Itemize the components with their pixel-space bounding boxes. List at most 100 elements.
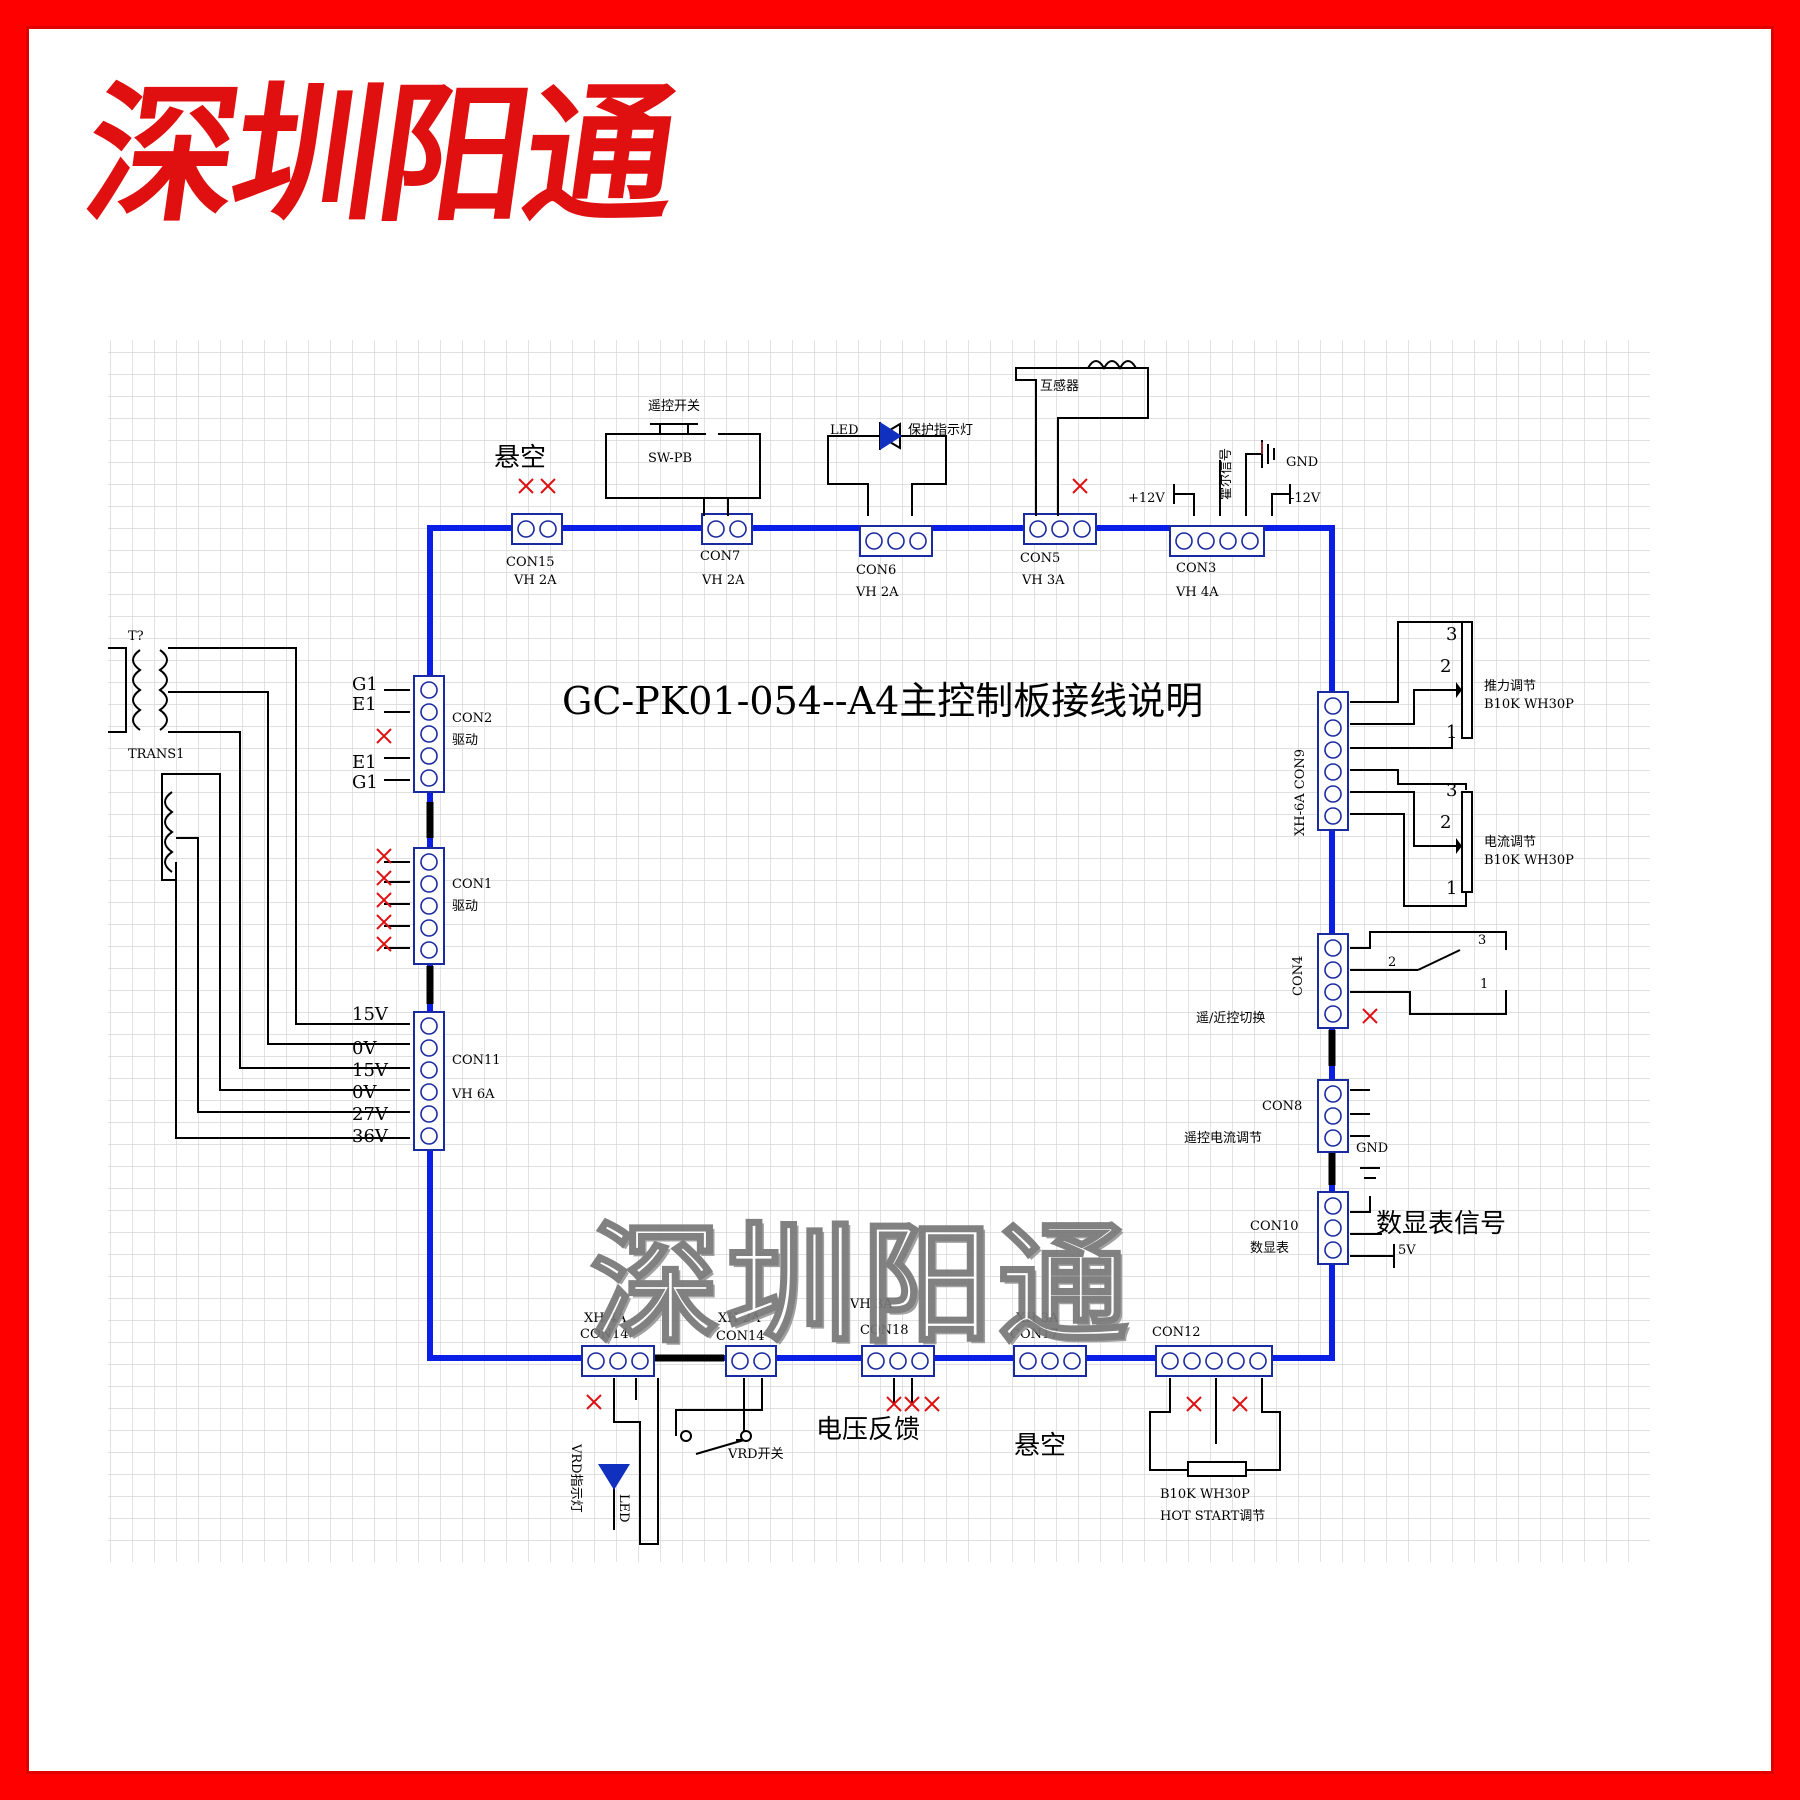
vrd-led-label: VRD指示灯 (568, 1443, 583, 1513)
no-connect-x-icon (1362, 1008, 1378, 1024)
con9-pin (1324, 697, 1342, 715)
pot2-pin1: 1 (1446, 878, 1457, 899)
pot1-note: 推力调节 (1484, 679, 1536, 694)
g1-label: G1 (352, 674, 378, 695)
con15-type: VH 2A (513, 573, 557, 588)
con6-pin (865, 532, 883, 550)
no-connect-marks (376, 478, 1378, 1412)
v15-label-2: 15V (352, 1060, 389, 1081)
con7-pin (729, 520, 747, 538)
con10-pin (1324, 1219, 1342, 1237)
pot1-part: B10K WH30P (1484, 697, 1574, 712)
con11-pin (420, 1061, 438, 1079)
inductor-icon (1087, 360, 1137, 371)
con5-label: CON5 (1020, 551, 1060, 566)
v36-label: 36V (352, 1126, 389, 1147)
hot-pot-part: B10K WH30P (1160, 1487, 1250, 1502)
no-connect-x-icon (1186, 1396, 1202, 1412)
con1-label: CON1 (452, 877, 492, 892)
con14-label: CON14 (580, 1327, 629, 1342)
voltage-feedback-label: 电压反馈 (816, 1415, 920, 1445)
e1-label-2: E1 (352, 752, 377, 773)
vrd-switch-contact-icon (680, 1430, 692, 1442)
vrd-led-icon (598, 1464, 630, 1490)
connectors (413, 513, 1349, 1377)
con12-pin (1249, 1352, 1267, 1370)
no-connect-x-icon (376, 892, 392, 908)
v0-label-2: 0V (352, 1082, 377, 1103)
vh3a-label: VH 3A (849, 1297, 893, 1312)
led-label: LED (830, 423, 859, 438)
con11-pin (420, 1105, 438, 1123)
con1-pin (420, 875, 438, 893)
con16-label: CON14 (716, 1329, 765, 1344)
v5-label: 5V (1398, 1243, 1416, 1258)
xh2a-label: XH 2A (718, 1311, 761, 1326)
pot1-pin3: 3 (1446, 624, 1457, 645)
watermark-text: 深圳阳通 (588, 1209, 1135, 1361)
led-diode-icon (880, 422, 902, 450)
no-connect-x-icon (1072, 478, 1088, 494)
no-connect-x-icon (376, 870, 392, 886)
switch-pin3: 3 (1478, 933, 1486, 948)
con8-pin (1324, 1085, 1342, 1103)
led-note: 保护指示灯 (908, 423, 973, 438)
con2-pin (420, 769, 438, 787)
con6-pin (909, 532, 927, 550)
con17-pin (1041, 1352, 1059, 1370)
con11-pin (420, 1017, 438, 1035)
con5-type: VH 3A (1021, 573, 1065, 588)
pot2-note: 电流调节 (1484, 835, 1536, 850)
con12-pin (1183, 1352, 1201, 1370)
no-connect-x-icon (886, 1396, 902, 1412)
e1-label: E1 (352, 694, 377, 715)
con2-pin (420, 681, 438, 699)
no-connect-x-icon (924, 1396, 940, 1412)
no-connect-x-icon (376, 914, 392, 930)
con18-pin (889, 1352, 907, 1370)
no-connect-x-icon (540, 478, 556, 494)
schematic-grid (108, 340, 1650, 1562)
con11-pin (420, 1083, 438, 1101)
con4-pin (1324, 983, 1342, 1001)
con12-pin (1205, 1352, 1223, 1370)
con9-connector (1317, 691, 1349, 831)
g1-label-2: G1 (352, 772, 378, 793)
con9-label: XH-6A CON9 (1293, 749, 1308, 836)
trans-ref: T? (128, 629, 144, 644)
pot1-pin2: 2 (1440, 656, 1451, 677)
hall-label: 霍尔信号 (1219, 448, 1234, 500)
xh3a-label: XH 3A (1016, 1311, 1059, 1326)
con11-pin (420, 1127, 438, 1145)
sw-name: 遥控开关 (648, 399, 700, 414)
v0-label: 0V (352, 1038, 377, 1059)
pot1-pin1: 1 (1446, 722, 1457, 743)
v27-label: 27V (352, 1104, 389, 1125)
no-connect-x-icon (586, 1394, 602, 1410)
pot2-pin2: 2 (1440, 812, 1451, 833)
con3-type: VH 4A (1175, 585, 1219, 600)
sw-part: SW-PB (648, 451, 692, 466)
con12-label: CON12 (1152, 1325, 1201, 1340)
v15-label: 15V (352, 1004, 389, 1025)
con9-pin (1324, 719, 1342, 737)
con6-label: CON6 (856, 563, 896, 578)
vrd-switch-label: VRD开关 (727, 1447, 784, 1462)
con1-pin (420, 897, 438, 915)
con11-type: VH 6A (451, 1087, 495, 1102)
no-connect-x-icon (904, 1396, 920, 1412)
con11-pin (420, 1039, 438, 1057)
con8-pin (1324, 1129, 1342, 1147)
con10-pin (1324, 1197, 1342, 1215)
con10-note: 数显表 (1250, 1241, 1289, 1256)
con12-pin (1227, 1352, 1245, 1370)
con2-pin (420, 725, 438, 743)
con1-pin (420, 853, 438, 871)
con1-pin (420, 919, 438, 937)
transformer-coil-icon (132, 649, 174, 873)
con11-connector (413, 1011, 445, 1151)
con18-pin (867, 1352, 885, 1370)
con3-pin (1241, 532, 1259, 550)
potentiometer-arrows (1456, 682, 1462, 854)
